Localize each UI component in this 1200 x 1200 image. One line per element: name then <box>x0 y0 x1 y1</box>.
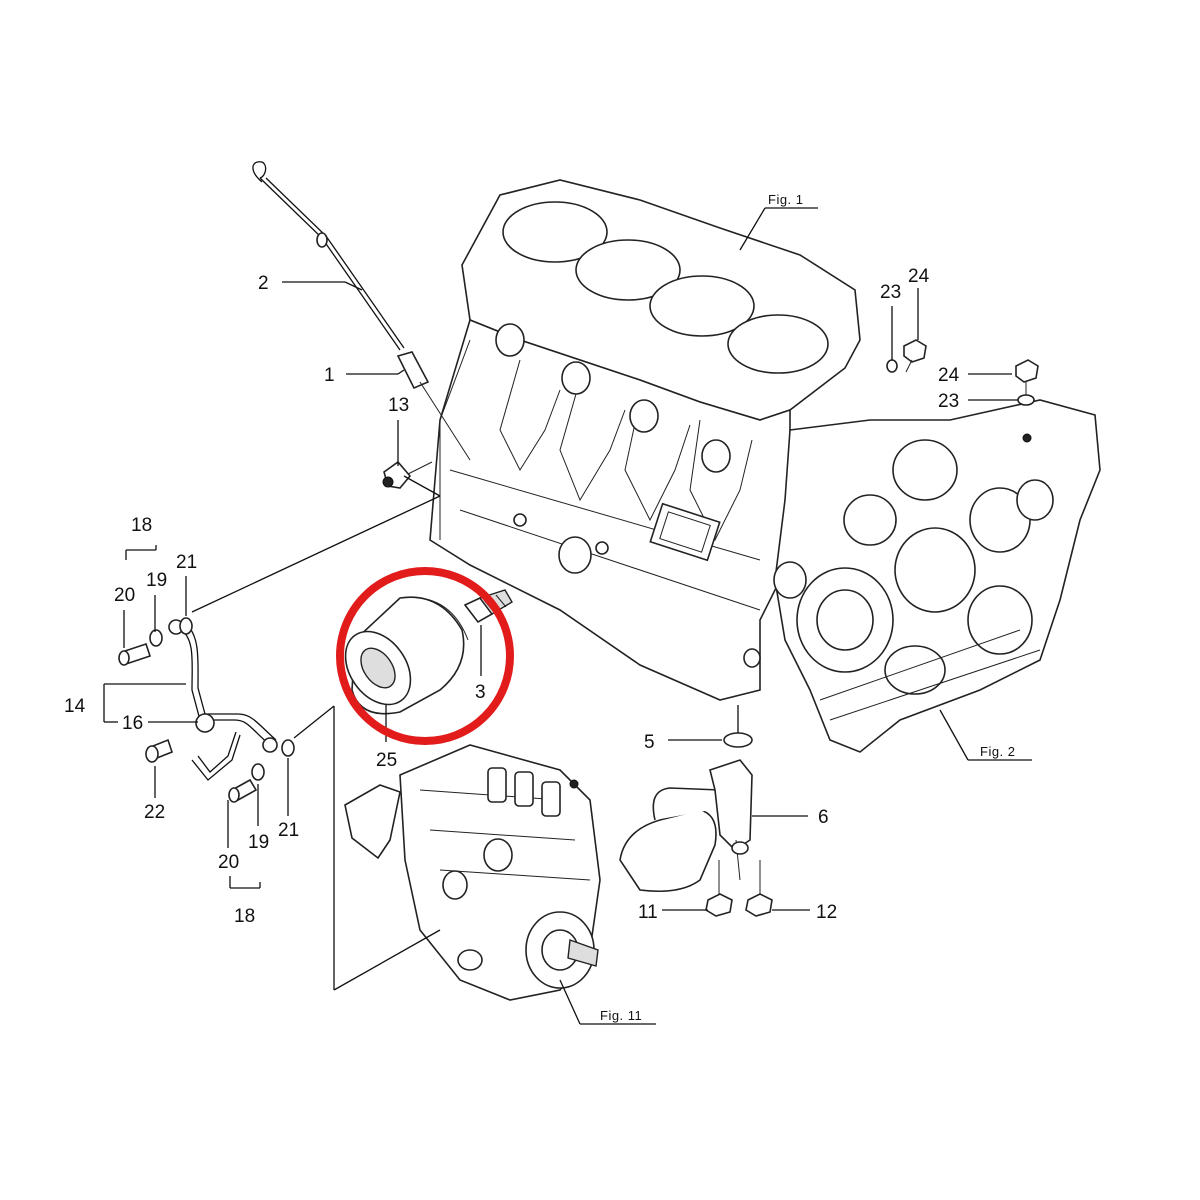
label-part-24-top: 24 <box>908 266 930 287</box>
strainer-bolts <box>705 860 773 917</box>
label-part-24-right: 24 <box>938 365 960 386</box>
label-part-16: 16 <box>122 713 143 734</box>
fig-11-reference: Fig. 11 <box>600 1008 642 1023</box>
label-part-23-right: 23 <box>938 391 959 412</box>
dipstick-guide <box>396 351 471 461</box>
o-ring <box>723 732 753 748</box>
washer-23-top <box>886 359 898 373</box>
label-part-19-top: 19 <box>146 570 167 591</box>
label-part-21-top: 21 <box>176 552 197 573</box>
label-part-25: 25 <box>376 750 397 771</box>
label-part-20-top: 20 <box>114 585 135 606</box>
fig-1-reference: Fig. 1 <box>768 192 804 207</box>
label-part-2: 2 <box>258 273 269 294</box>
figure-references: Fig. 1 Fig. 2 Fig. 11 <box>600 192 1016 1023</box>
label-part-21-bottom: 21 <box>278 820 299 841</box>
label-part-18-top: 18 <box>131 515 152 536</box>
label-part-5: 5 <box>644 732 655 753</box>
cylinder-block <box>429 179 861 701</box>
label-part-11: 11 <box>638 902 658 923</box>
oil-pressure-switch <box>382 460 433 489</box>
oil-filter <box>344 596 469 715</box>
hex-bolt-24-top <box>903 339 927 373</box>
highlight-circle <box>336 567 514 745</box>
union-bolt-22 <box>145 738 173 763</box>
dipstick <box>252 161 405 351</box>
label-part-14: 14 <box>64 696 86 717</box>
label-part-12: 12 <box>816 902 837 923</box>
washer-23-right <box>1017 394 1035 406</box>
label-part-1: 1 <box>324 365 335 386</box>
gear-housing <box>773 399 1101 753</box>
label-part-18-bottom: 18 <box>234 906 255 927</box>
fuel-injection-pump <box>344 744 601 1001</box>
label-part-19-bottom: 19 <box>248 832 269 853</box>
hex-bolt-24-right <box>1015 359 1039 396</box>
label-part-6: 6 <box>818 807 829 828</box>
oil-strainer <box>619 759 753 893</box>
banjo-bolt-top <box>118 642 152 666</box>
label-part-22: 22 <box>144 802 165 823</box>
oil-pipe <box>168 619 278 781</box>
part-number-labels: 2 1 13 18 20 19 21 14 16 22 20 19 21 18 … <box>64 266 960 927</box>
fig-2-reference: Fig. 2 <box>980 744 1016 759</box>
label-part-23-top: 23 <box>880 282 901 303</box>
banjo-bolt-bottom <box>228 739 295 803</box>
washer-top <box>149 617 193 647</box>
label-part-3: 3 <box>475 682 486 703</box>
label-part-13: 13 <box>388 395 409 416</box>
label-part-20-bottom: 20 <box>218 852 239 873</box>
